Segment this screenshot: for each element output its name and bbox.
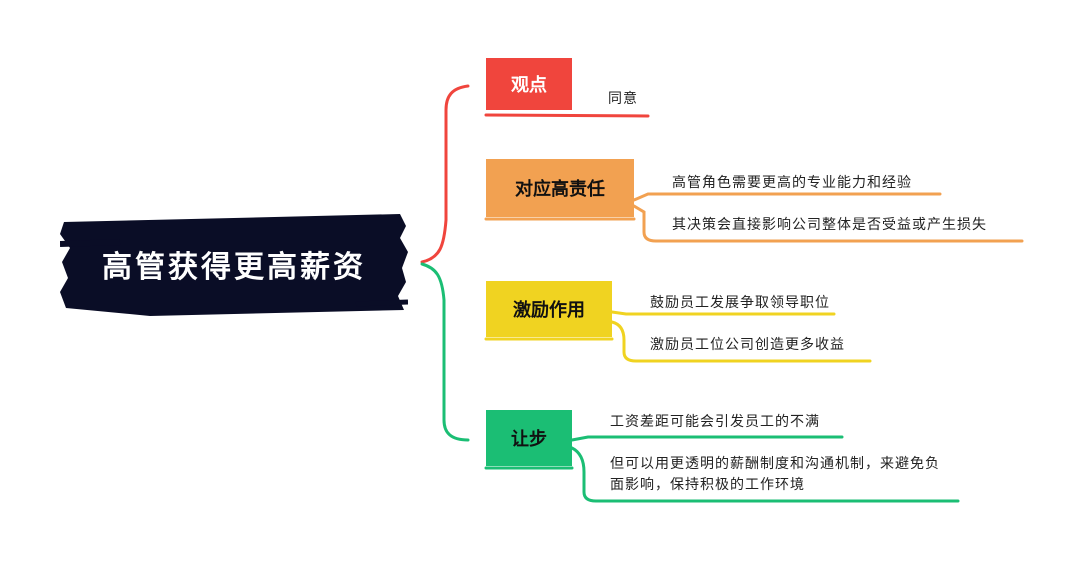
connector-resp-leaf-2	[632, 204, 1024, 243]
leaf-resp-1[interactable]: 高管角色需要更高的专业能力和经验	[672, 175, 912, 191]
topic-responsibility-label: 对应高责任	[515, 179, 605, 200]
connector-resp-leaf-1	[632, 192, 942, 202]
underline-view	[484, 113, 650, 118]
topic-responsibility[interactable]: 对应高责任	[486, 159, 634, 217]
root-label: 高管获得更高薪资	[102, 250, 366, 285]
connector-con-leaf-1	[570, 435, 844, 442]
connector-trunk-green	[420, 262, 470, 442]
root-topic[interactable]: 高管获得更高薪资	[60, 212, 408, 316]
connector-inc-leaf-2	[610, 320, 872, 363]
leaf-resp-2[interactable]: 其决策会直接影响公司整体是否受益或产生损失	[672, 217, 987, 233]
leaf-con-1[interactable]: 工资差距可能会引发员工的不满	[610, 414, 820, 430]
leaf-con-2[interactable]: 但可以用更透明的薪酬制度和沟通机制，来避免负面影响，保持积极的工作环境	[610, 456, 940, 493]
topic-concession-label: 让步	[511, 429, 547, 450]
brush-stroke-background	[60, 214, 408, 316]
topic-incentive[interactable]: 激励作用	[486, 281, 612, 337]
leaf-view-1[interactable]: 同意	[608, 91, 638, 107]
connector-trunk-red	[420, 84, 470, 264]
topic-incentive-label: 激励作用	[513, 300, 585, 321]
topic-view-label: 观点	[511, 75, 547, 96]
topic-concession[interactable]: 让步	[486, 410, 572, 466]
leaf-inc-1[interactable]: 鼓励员工发展争取领导职位	[650, 295, 830, 311]
leaf-inc-2[interactable]: 激励员工位公司创造更多收益	[650, 337, 845, 353]
topic-view[interactable]: 观点	[486, 58, 572, 110]
connector-con-leaf-2	[570, 446, 960, 503]
connector-inc-leaf-1	[610, 310, 836, 316]
